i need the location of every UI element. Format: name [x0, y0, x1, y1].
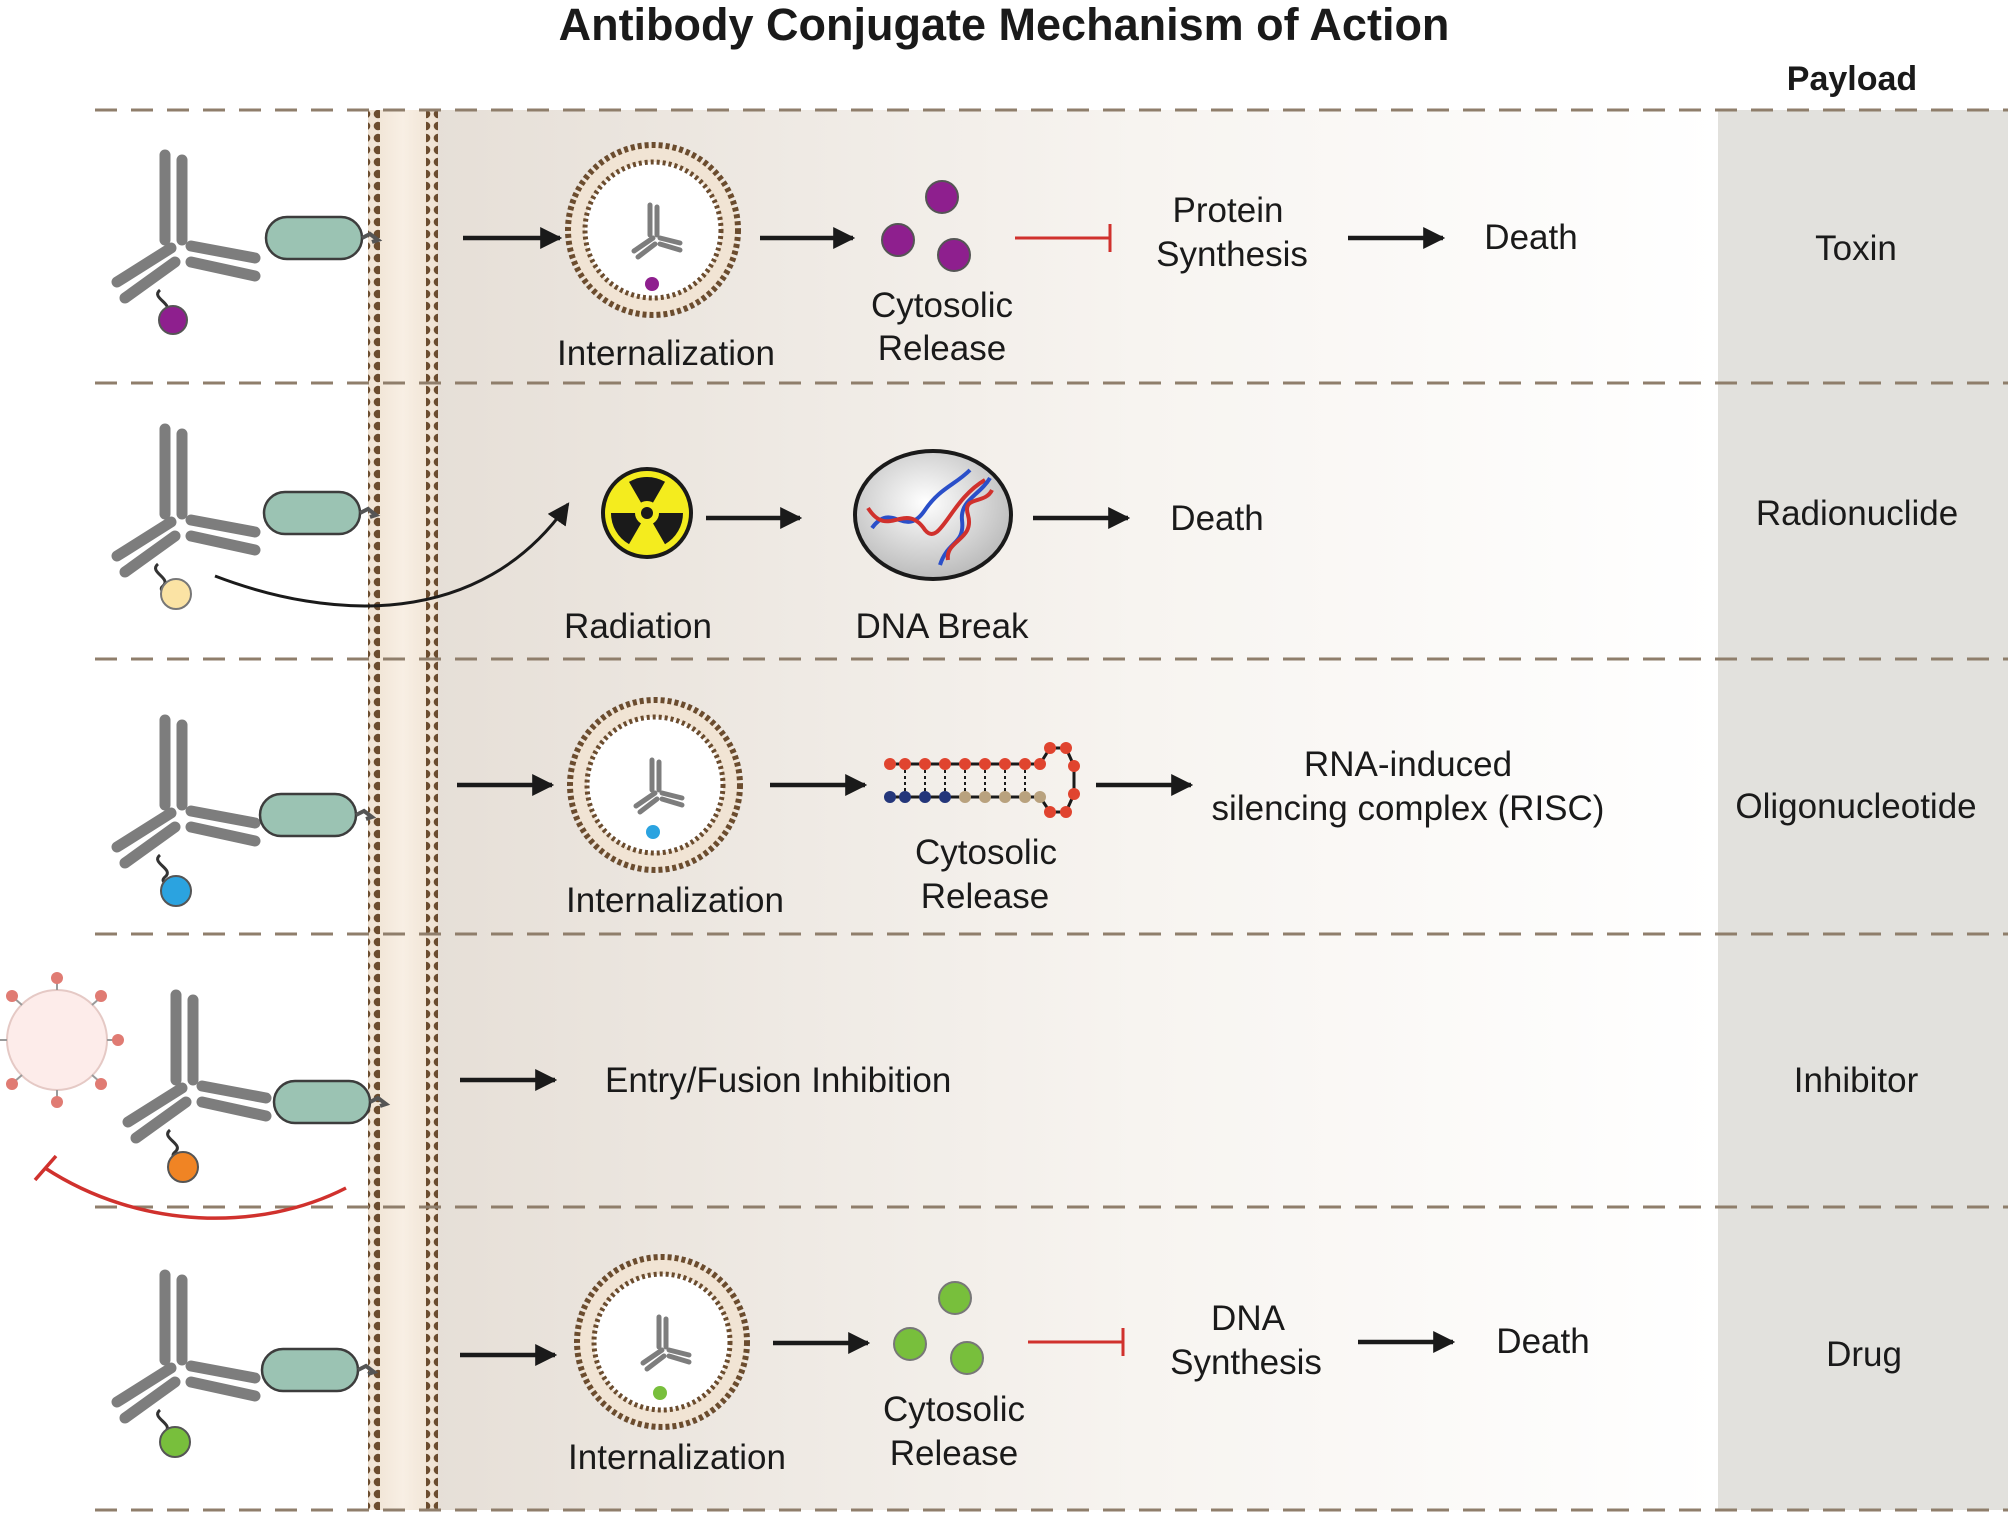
antibody-conjugate-oligonucleotide: [117, 720, 377, 907]
label-protein: Protein: [1173, 191, 1284, 230]
label-synthesis: Synthesis: [1170, 1343, 1322, 1382]
payload-toxin: Toxin: [1815, 229, 1897, 268]
inhibition-arc: [33, 1154, 347, 1220]
label-rna-induced: RNA-induced: [1304, 745, 1512, 784]
payload-inhibitor: Inhibitor: [1794, 1061, 1919, 1100]
row-toxin: Internalization Cytosolic Release Protei…: [117, 142, 1897, 373]
payload-radionuclide: Radionuclide: [1756, 494, 1958, 533]
nucleus-dna-icon: [853, 449, 1013, 581]
payload-oligonucleotide: Oligonucleotide: [1735, 787, 1976, 826]
label-cytosolic: Cytosolic: [883, 1390, 1025, 1429]
released-toxin-particles: [881, 180, 971, 272]
label-release: Release: [878, 329, 1006, 368]
label-internalization: Internalization: [557, 334, 775, 373]
label-release: Release: [890, 1434, 1018, 1473]
label-risc: silencing complex (RISC): [1212, 789, 1605, 828]
inhibition-marker: [1028, 1328, 1125, 1356]
inhibition-marker: [1015, 224, 1112, 252]
radiation-icon: [601, 467, 693, 559]
endosome-vesicle: [574, 1254, 750, 1430]
label-death: Death: [1170, 499, 1263, 538]
arrow-radiation-emission: [214, 502, 570, 608]
virus-particle-icon: [0, 972, 124, 1108]
label-death: Death: [1496, 1322, 1589, 1361]
antibody-conjugate-radionuclide: [117, 429, 381, 610]
antibody-conjugate-inhibitor: [128, 995, 391, 1183]
antibody-conjugate-toxin: [117, 155, 383, 335]
antibody-conjugate-drug: [117, 1275, 379, 1458]
label-internalization: Internalization: [566, 881, 784, 920]
label-release: Release: [921, 877, 1049, 916]
row-inhibitor: Entry/Fusion Inhibition Inhibitor: [0, 972, 1919, 1220]
label-dna: DNA: [1211, 1299, 1286, 1338]
payload-header: Payload: [1787, 60, 1917, 98]
label-cytosolic: Cytosolic: [915, 833, 1057, 872]
cell-membrane: [368, 110, 438, 1510]
label-entry-fusion-inhibition: Entry/Fusion Inhibition: [605, 1061, 951, 1100]
label-dna-break: DNA Break: [855, 607, 1029, 646]
row-separators: [95, 108, 2008, 1512]
payload-column: [1718, 110, 2008, 1510]
released-drug-particles: [893, 1281, 984, 1375]
payload-drug: Drug: [1826, 1335, 1902, 1374]
label-synthesis: Synthesis: [1156, 235, 1308, 274]
row-drug: Internalization Cytosolic Release DNA Sy…: [117, 1254, 1902, 1477]
label-death: Death: [1484, 218, 1577, 257]
label-radiation: Radiation: [564, 607, 712, 646]
row-radionuclide: Radiation DNA Break Death Radionuclide: [117, 429, 1958, 646]
label-cytosolic: Cytosolic: [871, 286, 1013, 325]
endosome-vesicle: [565, 142, 741, 318]
row-oligonucleotide: Internalization: [117, 697, 1977, 920]
oligonucleotide-hairpin-icon: [884, 742, 1080, 818]
endosome-vesicle: [567, 697, 743, 873]
page-title: Antibody Conjugate Mechanism of Action: [559, 0, 1450, 50]
label-internalization: Internalization: [568, 1438, 786, 1477]
